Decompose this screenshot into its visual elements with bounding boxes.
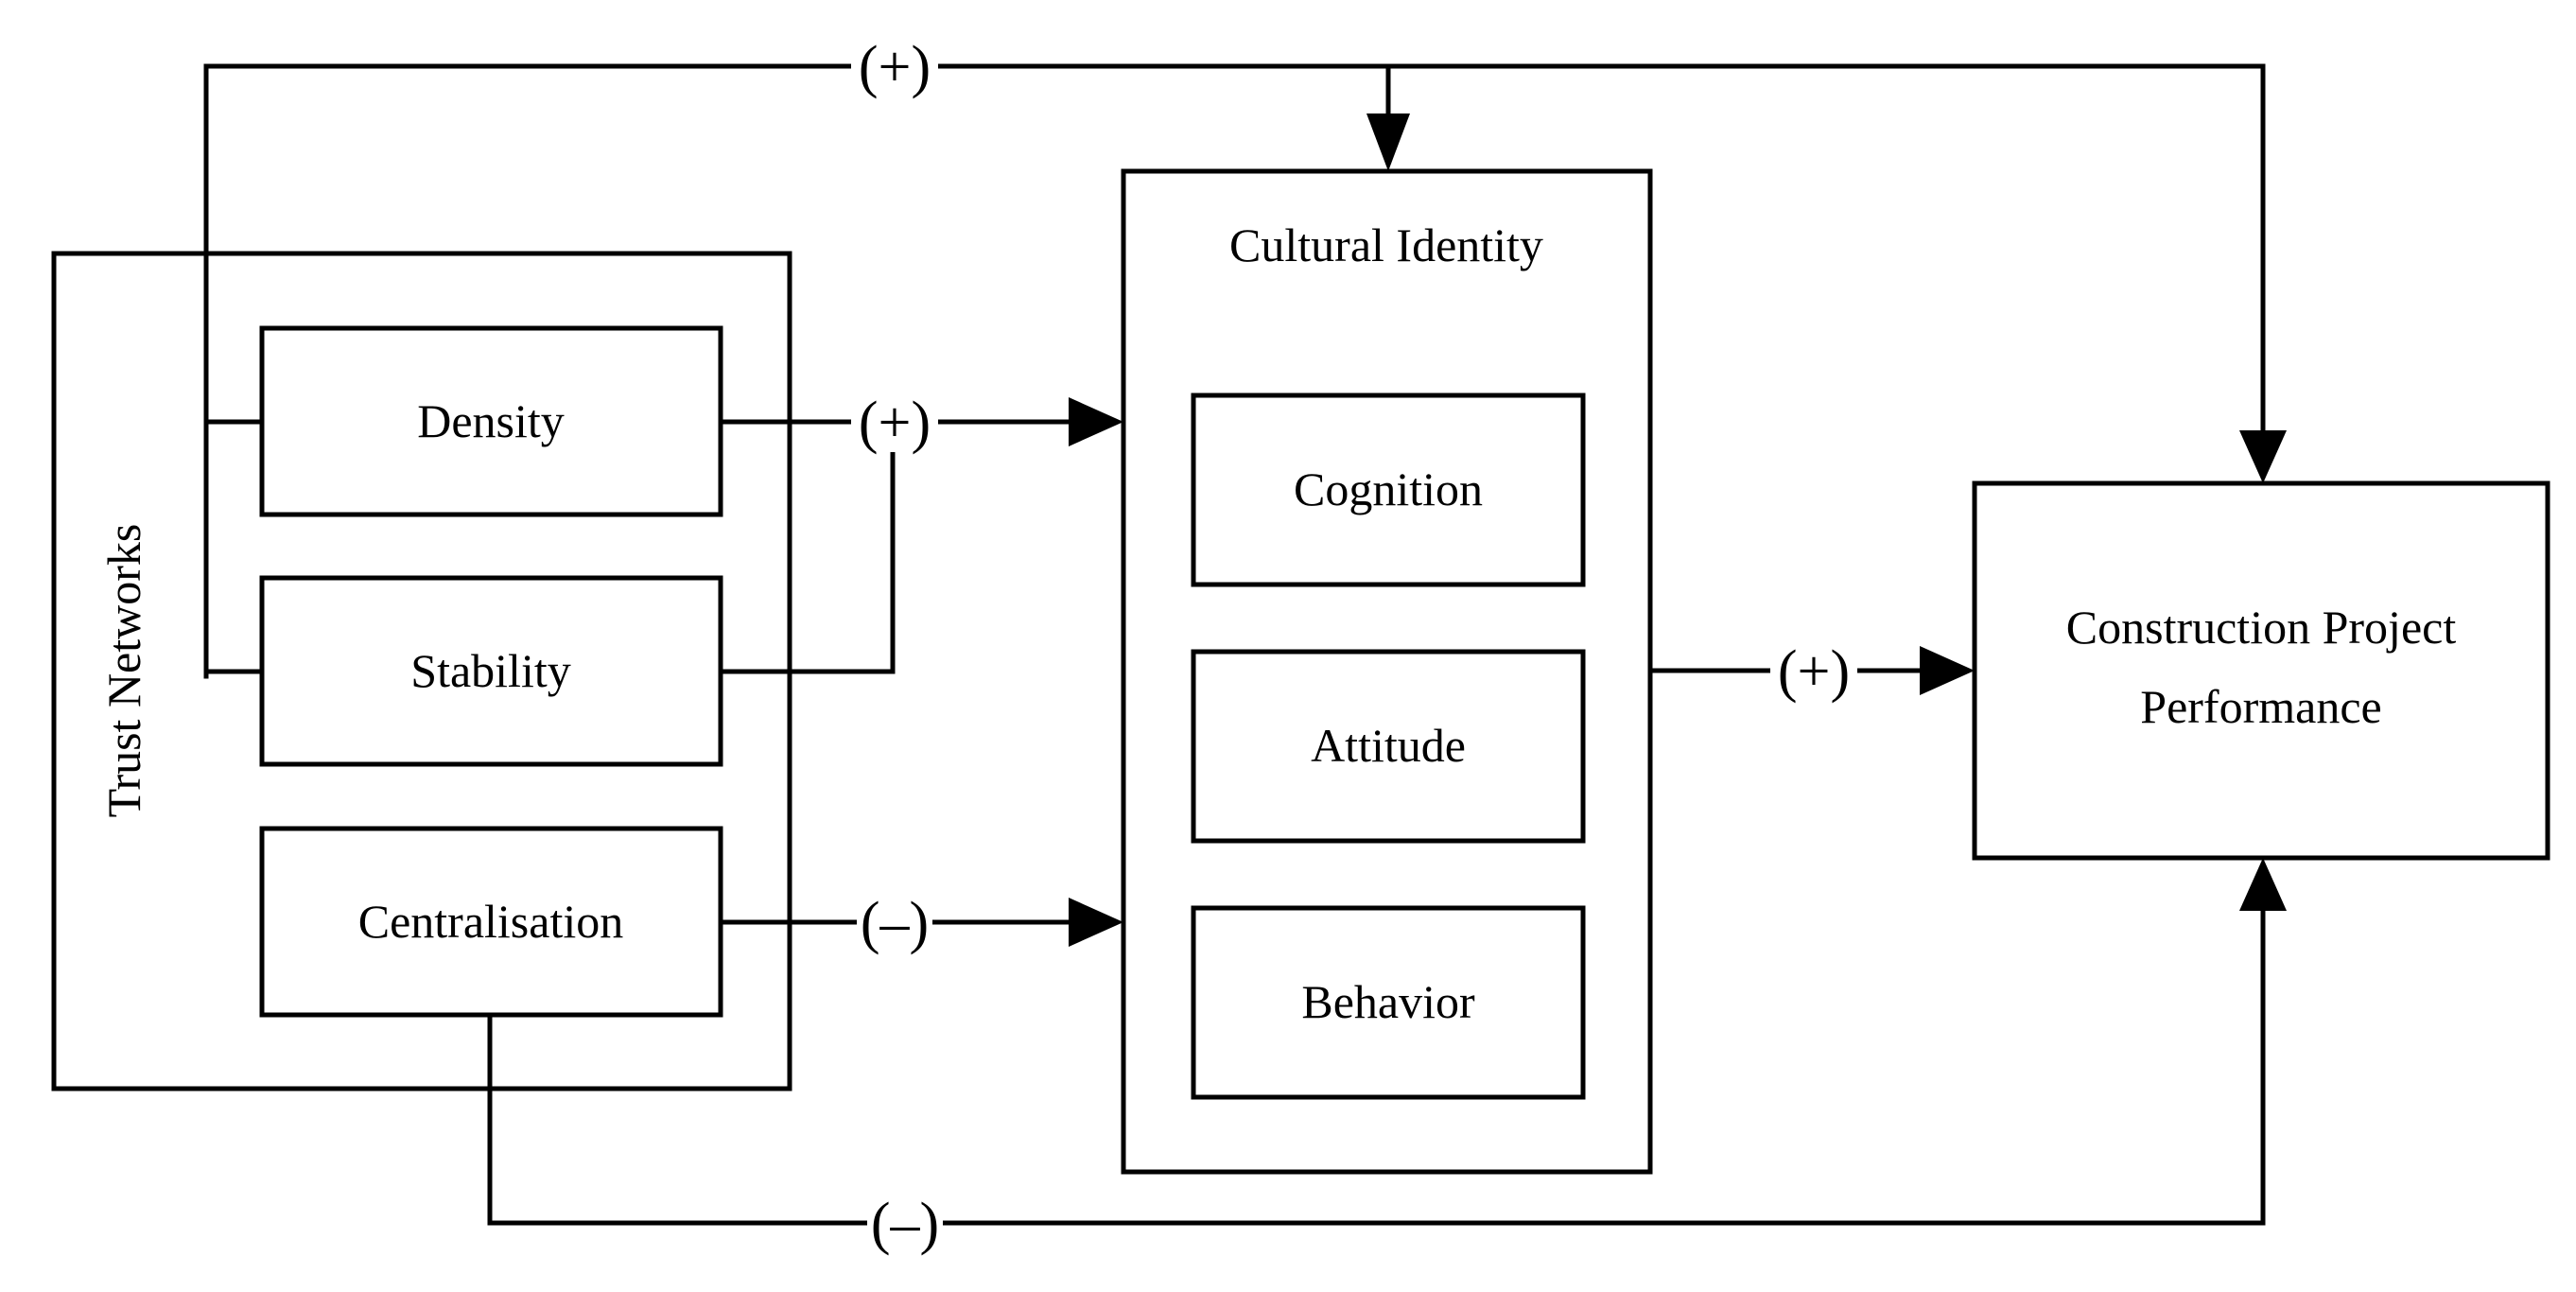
top-path-line <box>203 63 2266 679</box>
centralisation-identity-sign: (–) <box>861 891 929 955</box>
arrowhead-into-performance-top <box>2239 430 2287 483</box>
arrowhead-centralisation-into-identity <box>1069 898 1123 947</box>
performance-label-line1: Construction Project <box>2066 601 2457 654</box>
stability-join-line <box>718 419 896 674</box>
arrowhead-into-identity-top <box>1366 113 1410 171</box>
cultural-identity-label: Cultural Identity <box>1229 218 1543 271</box>
bottom-path-sign: (–) <box>871 1192 939 1256</box>
density-box <box>259 325 723 517</box>
centralisation-label: Centralisation <box>358 895 624 948</box>
construction-project-performance-box <box>1972 480 2550 861</box>
cognition-box <box>1191 393 1586 587</box>
arrowhead-into-performance-bottom <box>2239 858 2287 911</box>
arrowhead-identity-into-performance <box>1920 646 1975 695</box>
density-stability-sign: (+) <box>859 391 931 455</box>
identity-performance-sign: (+) <box>1778 639 1850 704</box>
trust-networks-label: Trust Networks <box>97 524 150 818</box>
cognition-label: Cognition <box>1294 463 1483 515</box>
behavior-label: Behavior <box>1301 975 1475 1028</box>
attitude-box <box>1191 649 1586 844</box>
stability-box <box>259 575 723 767</box>
top-path-sign: (+) <box>859 35 931 99</box>
behavior-box <box>1191 905 1586 1100</box>
arrowhead-density-into-identity <box>1069 397 1123 446</box>
stability-label: Stability <box>410 644 570 697</box>
attitude-label: Attitude <box>1311 719 1466 772</box>
bottom-path-line <box>487 908 2266 1226</box>
density-label: Density <box>417 394 565 447</box>
performance-label-line2: Performance <box>2140 680 2381 733</box>
